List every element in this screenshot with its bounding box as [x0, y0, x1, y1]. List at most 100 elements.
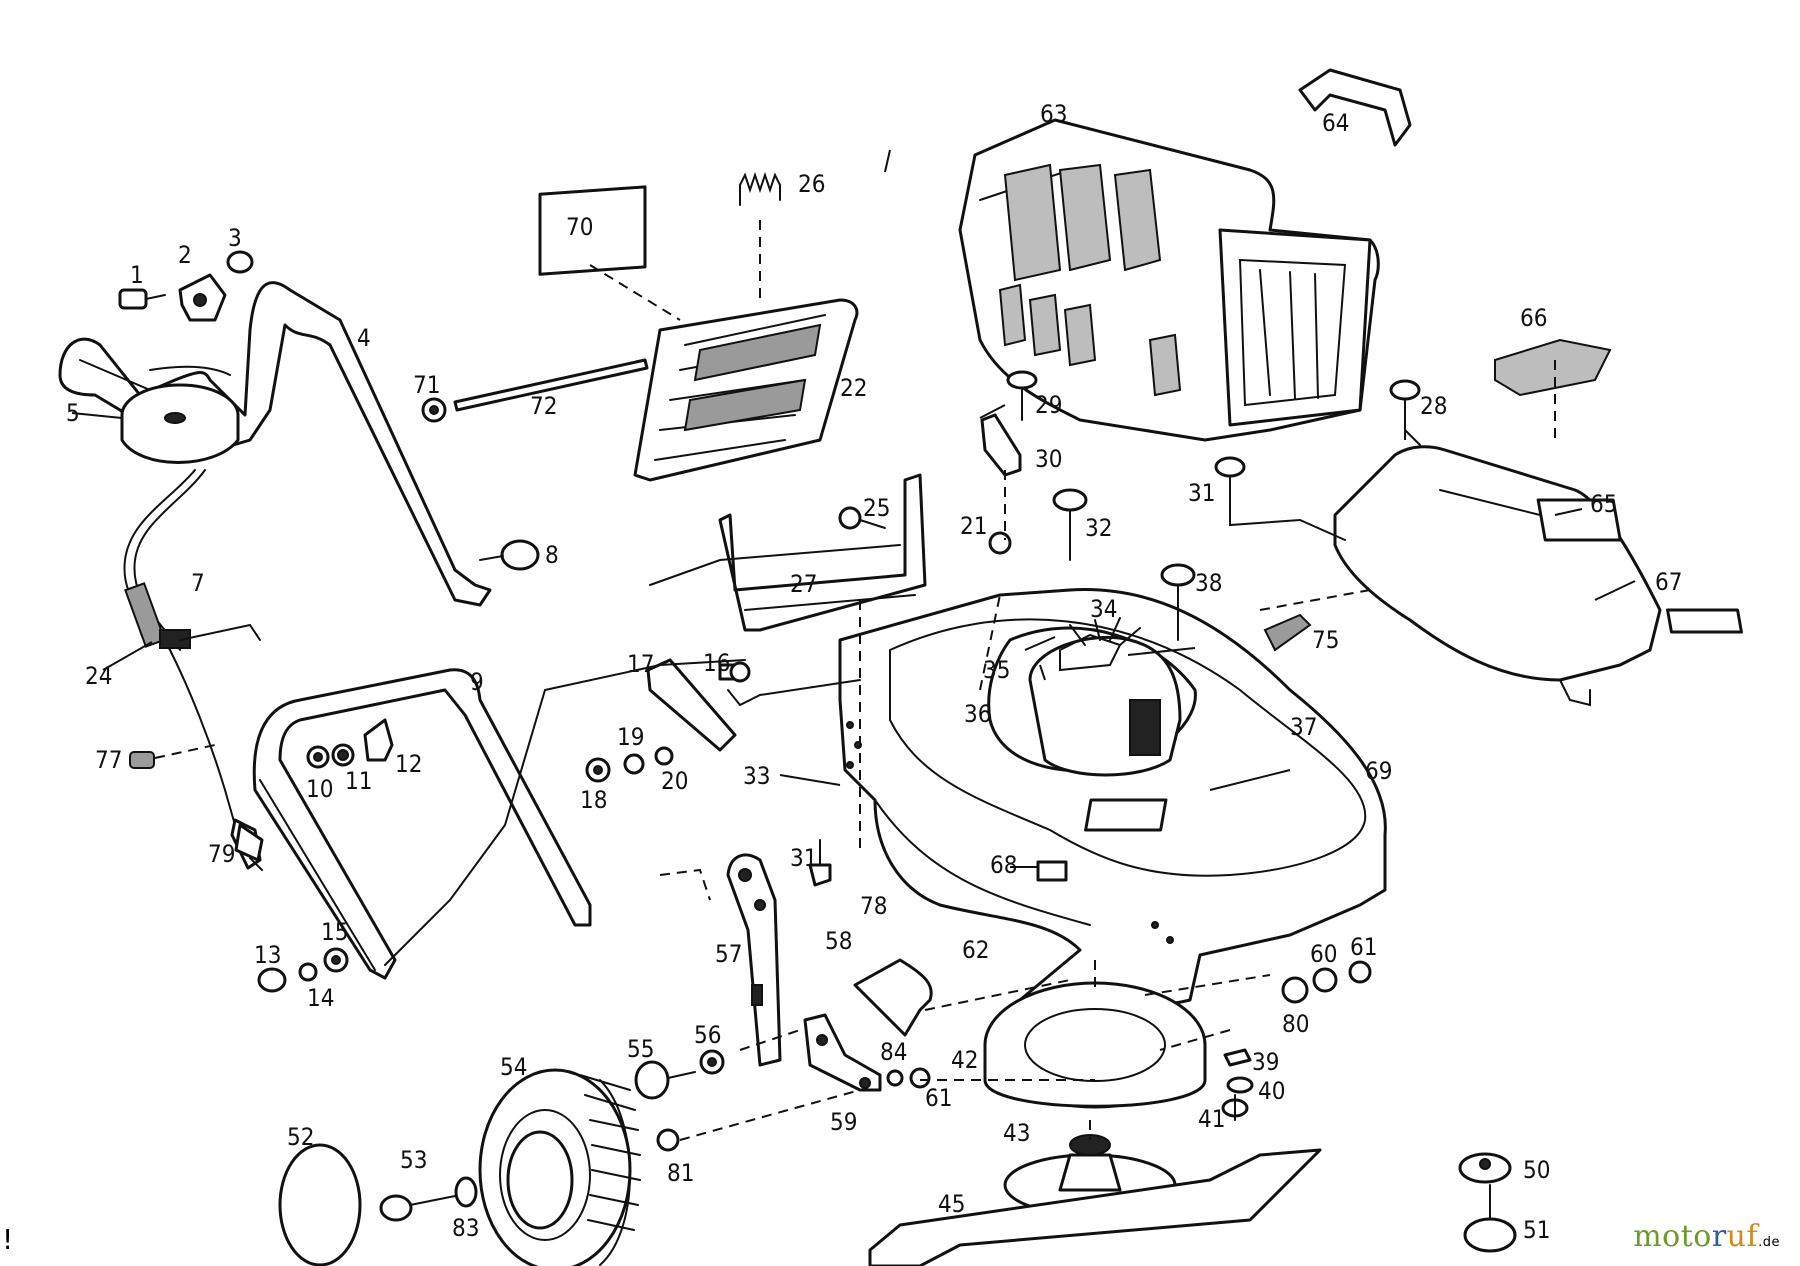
washer-60	[1312, 967, 1338, 993]
label-70	[538, 185, 647, 276]
lower-handle	[252, 668, 592, 980]
label-51: 51	[1523, 1216, 1550, 1244]
washer-56	[699, 1049, 725, 1075]
washer-41	[1221, 1094, 1249, 1121]
label-59: 59	[830, 1108, 857, 1136]
label-37: 37	[1290, 713, 1317, 741]
hubcap-52	[278, 1143, 362, 1266]
label-52: 52	[287, 1123, 314, 1151]
label-26: 26	[798, 170, 825, 198]
label-54: 54	[500, 1053, 527, 1081]
label-15: 15	[321, 918, 348, 946]
label-45: 45	[938, 1190, 965, 1218]
screw-31-top	[1214, 456, 1246, 506]
spring-26	[739, 171, 781, 206]
label-10: 10	[306, 775, 333, 803]
label-19: 19	[617, 723, 644, 751]
label-43: 43	[1003, 1119, 1030, 1147]
solid-assembly-lines	[384, 429, 1421, 966]
plug-79	[234, 823, 264, 871]
blade-fasteners	[1221, 1048, 1517, 1253]
label-3: 3	[228, 224, 242, 252]
label-31-side: 31	[790, 844, 817, 872]
cable-clip-77	[129, 751, 155, 769]
label-70: 70	[566, 213, 593, 241]
brand-logo: motoruf.de	[1633, 1219, 1780, 1254]
washer-80	[1281, 976, 1309, 1004]
bracket-12	[363, 718, 394, 762]
label-1: 1	[130, 261, 144, 289]
washer-50	[1458, 1152, 1512, 1184]
motor-34	[1028, 617, 1182, 777]
flap-bracket-27	[649, 473, 927, 632]
label-18: 18	[580, 786, 607, 814]
label-77: 77	[95, 746, 122, 774]
label-62: 62	[962, 936, 989, 964]
label-33: 33	[743, 762, 770, 790]
label-24: 24	[85, 662, 112, 690]
label-60: 60	[1310, 940, 1337, 968]
washer-15	[323, 947, 349, 973]
corner-mark: !	[2, 1223, 14, 1256]
bolt-38	[1160, 563, 1196, 641]
label-36: 36	[964, 700, 991, 728]
label-72: 72	[530, 392, 557, 420]
label-42: 42	[951, 1046, 978, 1074]
clip-30	[980, 413, 1022, 477]
washer-61-low	[909, 1067, 931, 1089]
label-61-right: 61	[1350, 933, 1377, 961]
part-labels: 1 2 3 4 5 7 8 9 10 11 12 13 14 15 16 17 …	[66, 100, 1682, 1244]
pivot-17	[646, 658, 737, 752]
label-27: 27	[790, 570, 817, 598]
label-12: 12	[395, 750, 422, 778]
label-79: 79	[208, 840, 235, 868]
knob-3	[226, 250, 254, 274]
screw-51	[1463, 1184, 1517, 1253]
label-81: 81	[667, 1159, 694, 1187]
label-53: 53	[400, 1146, 427, 1174]
switch-box	[120, 383, 240, 464]
label-20: 20	[661, 767, 688, 795]
washer-14	[298, 962, 318, 982]
label-55: 55	[627, 1035, 654, 1063]
bolt-32	[1052, 488, 1088, 561]
bolt-55	[634, 1060, 696, 1100]
washer-40	[1226, 1076, 1254, 1094]
fan-ring-42	[983, 981, 1207, 1109]
wedge-75	[1263, 613, 1312, 652]
bracket-59	[803, 1013, 882, 1092]
label-63: 63	[1040, 100, 1067, 128]
label-22: 22	[840, 374, 867, 402]
washer-81	[656, 1128, 680, 1152]
label-69: 69	[1365, 757, 1392, 785]
washer-20	[654, 746, 674, 766]
label-84: 84	[880, 1038, 907, 1066]
label-38: 38	[1195, 569, 1222, 597]
filter-66	[1494, 338, 1612, 397]
washer-10	[306, 745, 330, 769]
label-29: 29	[1035, 391, 1062, 419]
guard-58	[853, 958, 933, 1037]
wheel-fasteners	[379, 960, 1372, 1222]
label-68: 68	[990, 851, 1017, 879]
carry-handle-64	[1298, 68, 1412, 147]
label-80: 80	[1282, 1010, 1309, 1038]
screw-1	[118, 288, 166, 310]
cover-67	[1333, 445, 1743, 707]
label-2: 2	[178, 241, 192, 269]
label-31: 31	[1188, 479, 1215, 507]
washer-39	[1223, 1048, 1252, 1067]
dashed-assembly-lines	[154, 220, 1556, 1141]
washer-11	[331, 743, 355, 767]
nut-18	[585, 757, 611, 783]
label-66: 66	[1520, 304, 1547, 332]
nut-13	[257, 967, 287, 993]
handle-small-parts	[118, 250, 540, 993]
handle-knob-8	[479, 539, 540, 571]
label-56: 56	[694, 1021, 721, 1049]
clamp-2	[178, 273, 227, 322]
leader-lines	[71, 149, 1636, 868]
washer-84	[886, 1069, 904, 1087]
label-34: 34	[1090, 595, 1117, 623]
